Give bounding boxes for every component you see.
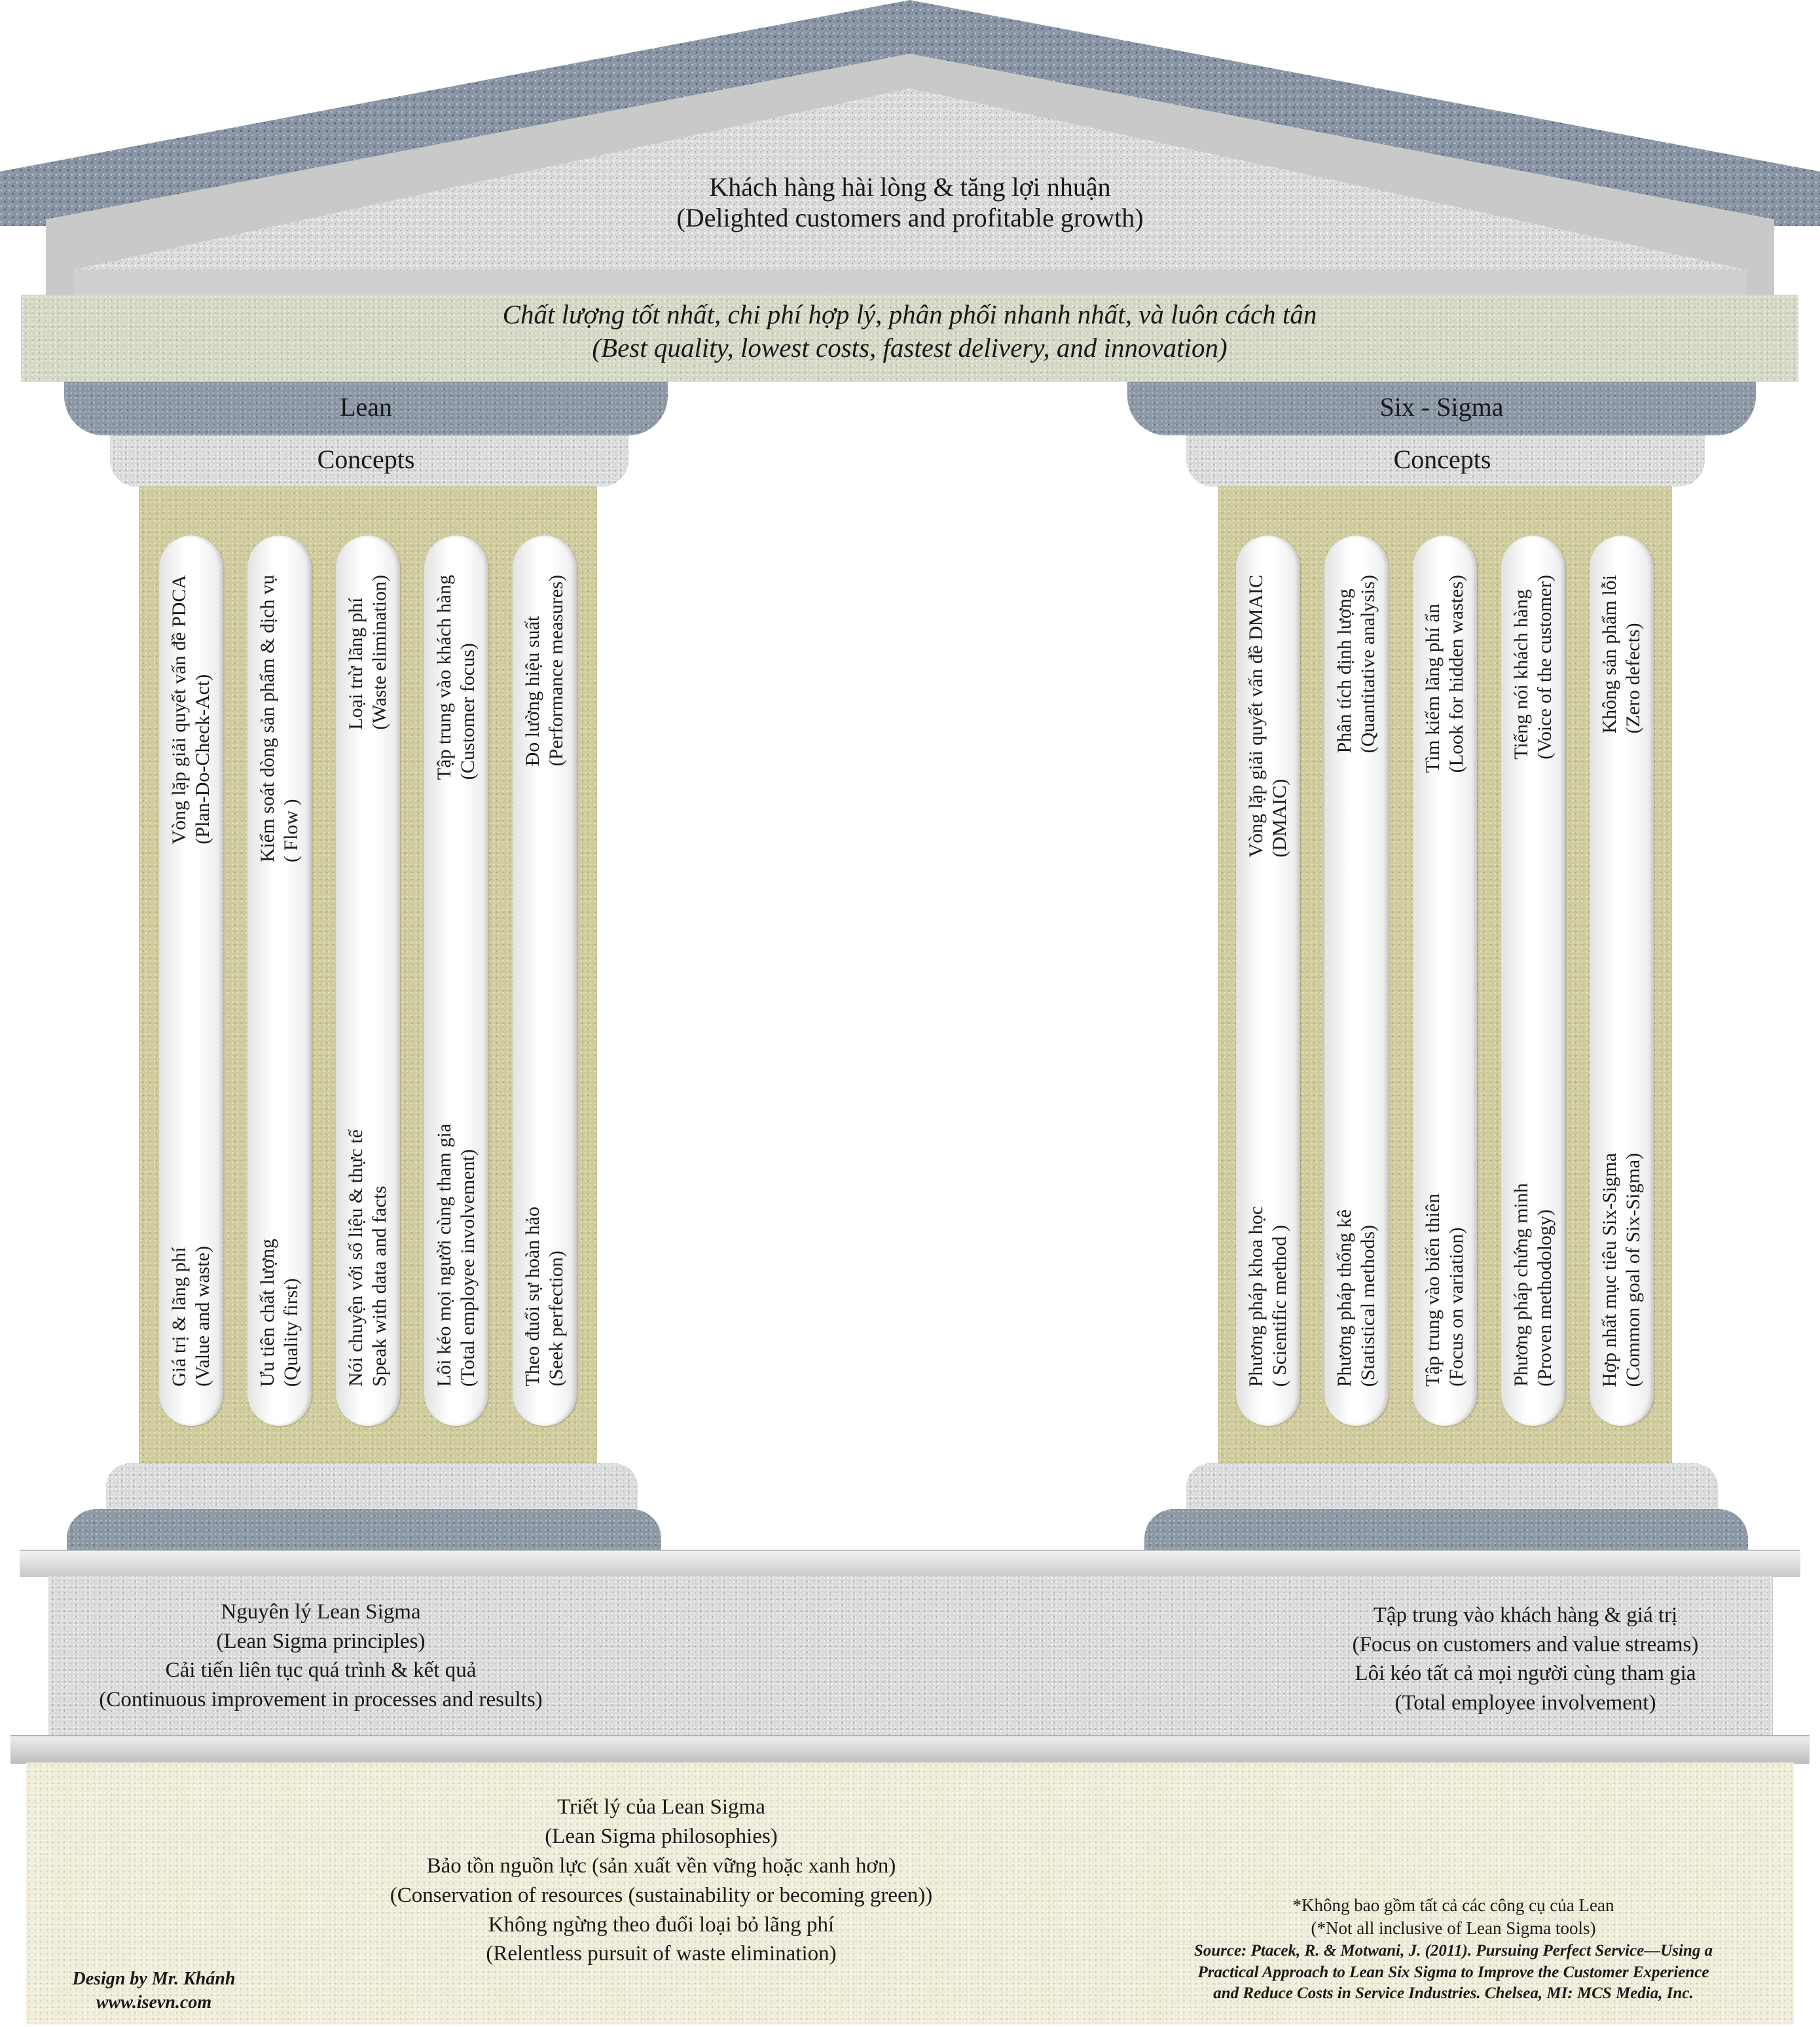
design-credit: Design by Mr. Khánh www.isevn.com bbox=[72, 1969, 236, 2013]
left-capital-bottom bbox=[110, 435, 628, 486]
sigma-flute-2-top: Phân tích định lượng(Quantitative analys… bbox=[1334, 575, 1379, 754]
lean-flute-1: Vòng lặp giải quyết vấn đề PDCA(Plan-Do-… bbox=[159, 536, 223, 1426]
lean-flute-3-top: Loại trừ lãng phí(Waste elimination) bbox=[345, 575, 390, 730]
foundation-slab bbox=[48, 1576, 1773, 1735]
beam-line-2: (Best quality, lowest costs, fastest del… bbox=[592, 333, 1228, 363]
sigma-flute-5-top: Không sản phẩm lỗi(Zero defects) bbox=[1599, 575, 1644, 734]
beam-line-1: Chất lượng tốt nhất, chi phí hợp lý, phâ… bbox=[502, 299, 1317, 329]
sigma-flute-5: Không sản phẩm lỗi(Zero defects) Hợp nhấ… bbox=[1590, 536, 1654, 1426]
sigma-flute-3-bottom: Tập trung vào biến thiên(Focus on variat… bbox=[1422, 1194, 1467, 1387]
lean-flute-3: Loại trừ lãng phí(Waste elimination) Nói… bbox=[336, 536, 400, 1426]
left-pillar-title: Lean bbox=[340, 392, 392, 422]
foundation-left-text: Nguyên lý Lean Sigma (Lean Sigma princip… bbox=[99, 1600, 543, 1711]
lean-flute-4: Tập trung vào khách hàng(Customer focus)… bbox=[424, 536, 488, 1426]
base-slab bbox=[26, 1762, 1794, 2024]
lean-flute-1-top: Vòng lặp giải quyết vấn đề PDCA(Plan-Do-… bbox=[168, 575, 213, 845]
lean-flute-5: Đo lường hiệu suất(Performance measures)… bbox=[513, 536, 577, 1426]
sigma-flute-1-bottom: Phương pháp khoa học( Scientific method … bbox=[1245, 1205, 1290, 1387]
sigma-flute-3: Tìm kiếm lãng phí ẩn(Look for hidden was… bbox=[1413, 536, 1477, 1426]
roof-text: Khách hàng hài lòng & tăng lợi nhuận (De… bbox=[458, 172, 1362, 233]
right-capital-bottom bbox=[1186, 435, 1705, 486]
roof-graphic bbox=[0, 0, 1820, 295]
left-capital-top bbox=[64, 382, 668, 435]
sigma-flute-4: Tiếng nói khách hàng(Voice of the custom… bbox=[1501, 536, 1565, 1426]
base-philosophy-text: Triết lý của Lean Sigma (Lean Sigma phil… bbox=[390, 1795, 933, 1966]
sigma-flute-4-bottom: Phương pháp chứng minh(Proven methodolog… bbox=[1510, 1183, 1556, 1387]
sigma-flute-1: Vòng lặp giải quyết vấn đề DMAIC(DMAIC) … bbox=[1236, 536, 1300, 1426]
lean-flute-2-bottom: Ưu tiên chất lượng(Quality first) bbox=[257, 1238, 302, 1387]
sigma-flute-5-bottom: Hợp nhất mục tiêu Six-Sigma(Common goal … bbox=[1599, 1152, 1644, 1387]
beam-text: Chất lượng tốt nhất, chi phí hợp lý, phâ… bbox=[21, 298, 1798, 365]
left-pillar-subtitle: Concepts bbox=[317, 445, 415, 474]
left-base-upper bbox=[106, 1463, 638, 1510]
lean-flute-5-top: Đo lường hiệu suất(Performance measures) bbox=[522, 575, 567, 767]
sigma-flute-2-bottom: Phương pháp thống kê(Statistical methods… bbox=[1334, 1209, 1379, 1387]
lean-flute-2-top: Kiểm soát dòng sản phẩm & dịch vụ( Flow … bbox=[257, 575, 302, 863]
sigma-flute-3-top: Tìm kiếm lãng phí ẩn(Look for hidden was… bbox=[1422, 575, 1467, 773]
tools-note: *Không bao gồm tất cả các công cụ của Le… bbox=[1292, 1895, 1614, 1939]
right-base-lower bbox=[1144, 1509, 1748, 1550]
beam bbox=[21, 295, 1798, 382]
sigma-flute-4-top: Tiếng nói khách hàng(Voice of the custom… bbox=[1510, 575, 1556, 759]
roof-title: Khách hàng hài lòng & tăng lợi nhuận bbox=[709, 172, 1111, 202]
lean-flute-2: Kiểm soát dòng sản phẩm & dịch vụ( Flow … bbox=[247, 536, 312, 1426]
right-base-upper bbox=[1186, 1463, 1718, 1510]
lean-flute-1-bottom: Giá trị & lãng phí(Value and waste) bbox=[168, 1246, 213, 1387]
lean-flute-4-bottom: Lôi kéo mọi người cùng tham gia(Total em… bbox=[433, 1123, 479, 1387]
base-top-ledge bbox=[10, 1735, 1810, 1764]
foundation-right-text: Tập trung vào khách hàng & giá trị (Focu… bbox=[1352, 1603, 1699, 1715]
sigma-flute-2: Phân tích định lượng(Quantitative analys… bbox=[1324, 536, 1389, 1426]
lean-flute-5-bottom: Theo đuổi sự hoàn hảo(Seek perfection) bbox=[522, 1207, 567, 1387]
pediment bbox=[73, 88, 1747, 270]
foundation-top-ledge bbox=[20, 1550, 1800, 1577]
right-pillar-title: Six - Sigma bbox=[1379, 392, 1504, 422]
sigma-flute-1-top: Vòng lặp giải quyết vấn đề DMAIC(DMAIC) bbox=[1245, 575, 1290, 858]
roof-subtitle: (Delighted customers and profitable grow… bbox=[676, 203, 1144, 233]
source-citation: Source: Ptacek, R. & Motwani, J. (2011).… bbox=[1193, 1942, 1713, 2002]
left-base-lower bbox=[67, 1509, 661, 1550]
right-capital-top bbox=[1127, 382, 1756, 435]
lean-flute-4-top: Tập trung vào khách hàng(Customer focus) bbox=[433, 575, 479, 780]
right-pillar-subtitle: Concepts bbox=[1393, 445, 1491, 474]
